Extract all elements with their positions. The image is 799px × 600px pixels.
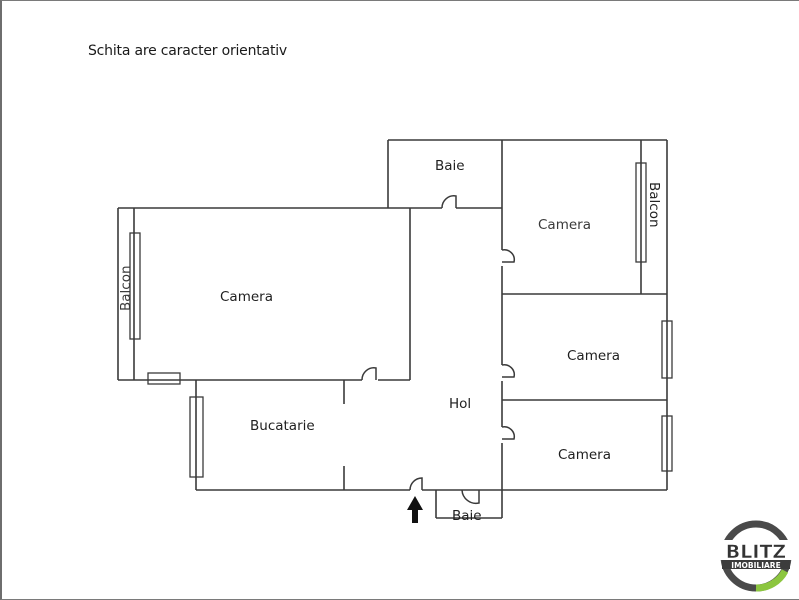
room-label-camera-large: Camera bbox=[220, 289, 273, 305]
room-label-balcon-left: Balcon bbox=[118, 265, 134, 311]
room-label-hol: Hol bbox=[449, 396, 471, 412]
room-label-balcon-right: Balcon bbox=[646, 182, 662, 228]
blitz-imobiliare-logo: BLITZ IMOBILIARE bbox=[720, 520, 792, 592]
room-label-camera-bottom-right: Camera bbox=[558, 447, 611, 463]
room-label-baie-bottom: Baie bbox=[452, 508, 482, 524]
room-label-camera-middle-right: Camera bbox=[567, 348, 620, 364]
disclaimer-title: Schita are caracter orientativ bbox=[88, 43, 288, 59]
room-label-baie-top: Baie bbox=[435, 158, 465, 174]
logo-text-blitz: BLITZ bbox=[726, 541, 786, 563]
arrow-up-icon bbox=[407, 496, 423, 523]
logo-text-imobiliare: IMOBILIARE bbox=[731, 561, 780, 570]
room-label-bucatarie: Bucatarie bbox=[250, 418, 315, 434]
room-label-camera-top-right: Camera bbox=[538, 217, 591, 233]
